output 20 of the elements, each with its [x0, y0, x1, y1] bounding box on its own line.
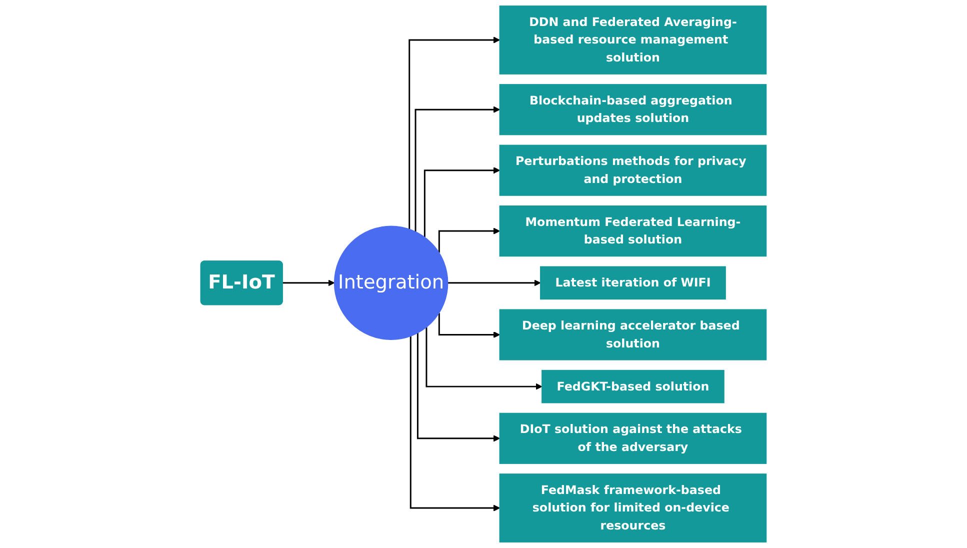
node-box: Momentum Federated Learning-based solution	[499, 206, 767, 257]
node-box: DIoT solution against the attacks of the adversary	[499, 412, 767, 464]
node-circle: Integration	[334, 226, 448, 340]
node-box: DDN and Federated Averaging-based resource management solution	[499, 6, 767, 74]
arrow	[282, 280, 335, 286]
arrow	[438, 228, 500, 253]
arrow	[414, 106, 500, 232]
node-box: FedMask framework-based solution for limited on-device resources	[499, 474, 767, 542]
node-box: Blockchain-based aggregation updates solution	[499, 84, 767, 136]
node-box: FedGKT-based solution	[542, 370, 724, 404]
arrow	[424, 167, 500, 238]
arrow	[426, 327, 542, 390]
node-box: Latest iteration of WIFI	[540, 266, 726, 300]
arrow	[416, 333, 500, 442]
arrow	[408, 36, 500, 230]
node-box: Perturbations methods for privacy and protection	[499, 144, 767, 196]
arrow	[447, 280, 541, 286]
arrow	[410, 336, 500, 512]
node-box: Deep learning accelerator based solution	[499, 309, 767, 360]
arrow	[438, 313, 500, 338]
